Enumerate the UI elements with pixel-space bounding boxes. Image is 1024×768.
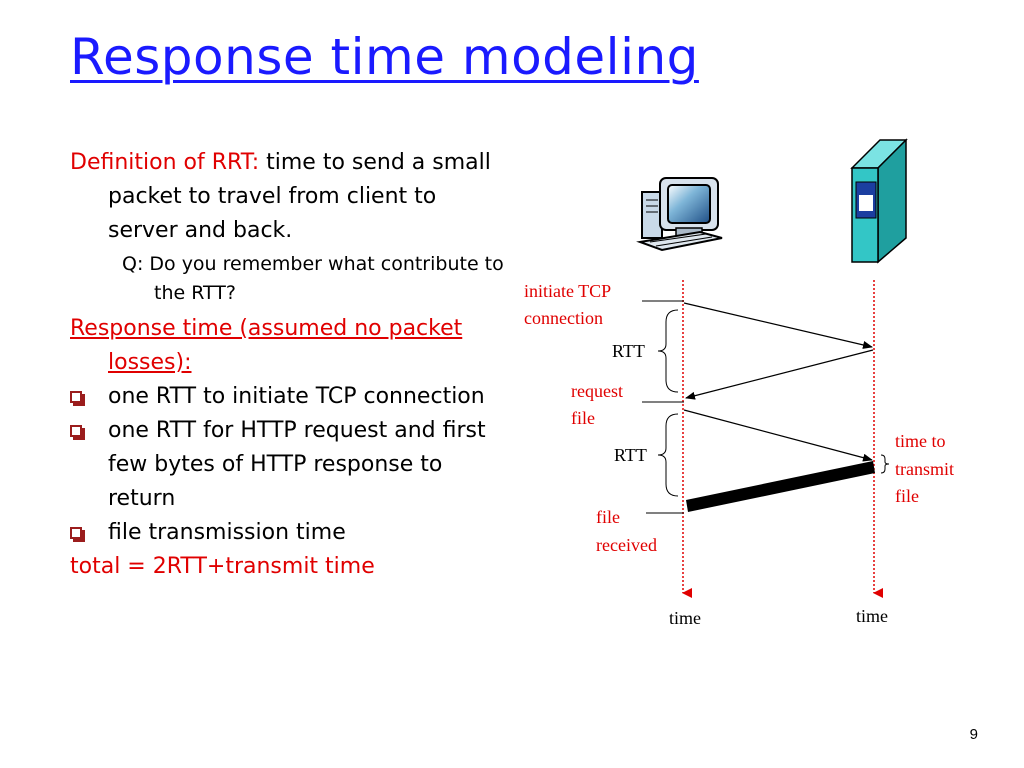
syn-arrow (683, 302, 873, 349)
label-file-received-1: file (596, 507, 620, 527)
label-initiate-tcp: initiate TCP (524, 281, 611, 301)
label-request: request (571, 381, 623, 401)
body-text: Definition of RRT: time to send a small … (70, 146, 510, 584)
rtt-brace-1 (657, 309, 679, 393)
label-rtt-2: RTT (614, 445, 647, 465)
bullet-text: file transmission time (108, 520, 346, 545)
label-file-received-2: received (596, 535, 657, 555)
request-arrow (683, 409, 873, 462)
label-time-server: time (856, 606, 888, 626)
label-time-client: time (669, 608, 701, 628)
label-transmit: transmit (895, 459, 954, 479)
label-transmit-file: file (895, 486, 919, 506)
question-text: Q: Do you remember what contribute to th… (122, 253, 504, 304)
definition-label: Definition of RRT: (70, 150, 260, 175)
bullet-text: one RTT to initiate TCP connection (108, 384, 485, 409)
bullet-item: file transmission time (70, 516, 510, 550)
response-time-heading: Response time (assumed no packet losses)… (70, 316, 463, 375)
label-rtt-1: RTT (612, 341, 645, 361)
square-bullet-icon (70, 527, 85, 542)
page-number: 9 (969, 726, 978, 743)
synack-arrow (685, 349, 874, 400)
square-bullet-icon (70, 391, 85, 406)
bullet-item: one RTT for HTTP request and first few b… (70, 414, 510, 516)
square-bullet-icon (70, 425, 85, 440)
server-tower-icon (850, 138, 908, 264)
client-computer-icon (636, 177, 723, 252)
definition-body: time to send a small packet to travel fr… (108, 150, 491, 243)
slide-title: Response time modeling (70, 28, 699, 86)
bullet-text: one RTT for HTTP request and first few b… (108, 418, 486, 511)
total-formula: total = 2RTT+transmit time (70, 554, 375, 579)
rtt-brace-2 (657, 413, 679, 497)
definition-paragraph: Definition of RRT: time to send a small … (70, 146, 510, 248)
file-transmission-bar (686, 461, 875, 512)
label-connection: connection (524, 308, 603, 328)
bullet-item: one RTT to initiate TCP connection (70, 380, 510, 414)
label-file: file (571, 408, 595, 428)
transmit-brace (880, 454, 890, 474)
label-time-to: time to (895, 431, 946, 451)
